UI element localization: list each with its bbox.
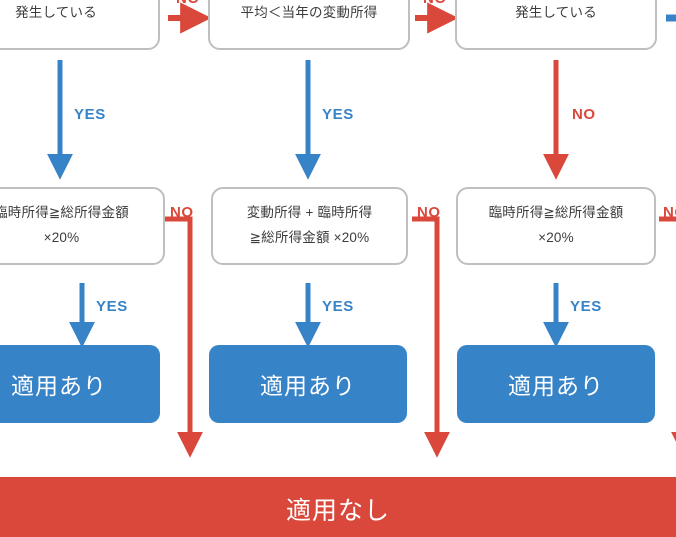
final-result-bar[interactable]: 適用なし [0,477,676,537]
decision-box-q6[interactable]: 臨時所得≧総所得金額 ×20% [456,187,656,265]
result-box-r2-label: 適用あり [260,373,356,399]
edge-label-q4-r1: YES [96,298,128,315]
edge-label-q4-final: NO [170,204,194,221]
decision-box-q4[interactable]: 臨時所得≧総所得金額 ×20% [0,187,165,265]
edge-q5-final-arrow [412,216,450,458]
edge-label-q1-q2: NO [176,0,200,7]
connector-layer [47,2,676,458]
result-box-r2[interactable]: 適用あり [209,345,407,423]
decision-box-q2-line2: 平均＜当年の変動所得 [240,5,378,20]
decision-box-q6-line2: ×20% [538,230,574,245]
edge-label-q1-q4: YES [74,106,106,123]
decision-box-q1-line2: 発生している [15,5,97,20]
result-box-r3[interactable]: 適用あり [457,345,655,423]
decision-box-q4-line1: 臨時所得≧総所得金額 [0,205,129,221]
decision-box-q1[interactable]: 当年は臨時所得のみ 発生している [0,0,160,50]
result-box-r1-label: 適用あり [11,373,107,399]
edge-label-q5-final: NO [417,204,441,221]
edge-q4-final-arrow [165,216,203,458]
decision-box-q6-line1: 臨時所得≧総所得金額 [488,205,624,221]
edge-label-q3-q6: NO [572,106,596,123]
decision-box-q5-line1: 変動所得 + 臨時所得 [246,205,373,221]
final-result-label: 適用なし [285,497,390,525]
decision-box-q5-line2: ≧総所得金額 ×20% [249,230,370,245]
edge-label-q5-r2: YES [322,298,354,315]
decision-box-q2[interactable]: 前年・前々年の変動所得の 平均＜当年の変動所得 [208,0,410,50]
edge-label-q2-q3: NO [423,0,447,7]
decision-box-q3-line2: 発生している [515,5,597,20]
result-box-r3-label: 適用あり [508,373,604,399]
edge-label-q2-q5: YES [322,106,354,123]
decision-box-q5[interactable]: 変動所得 + 臨時所得 ≧総所得金額 ×20% [211,187,408,265]
decision-box-q4-line2: ×20% [43,230,80,245]
decision-box-q3[interactable]: 当年は変動所得のみ 発生している [455,0,657,50]
edge-label-q6-r3: YES [570,298,602,315]
edge-label-q6-final: NO [663,204,676,221]
result-box-r1[interactable]: 適用あり [0,345,160,423]
edge-q6-final-arrow [659,216,676,458]
